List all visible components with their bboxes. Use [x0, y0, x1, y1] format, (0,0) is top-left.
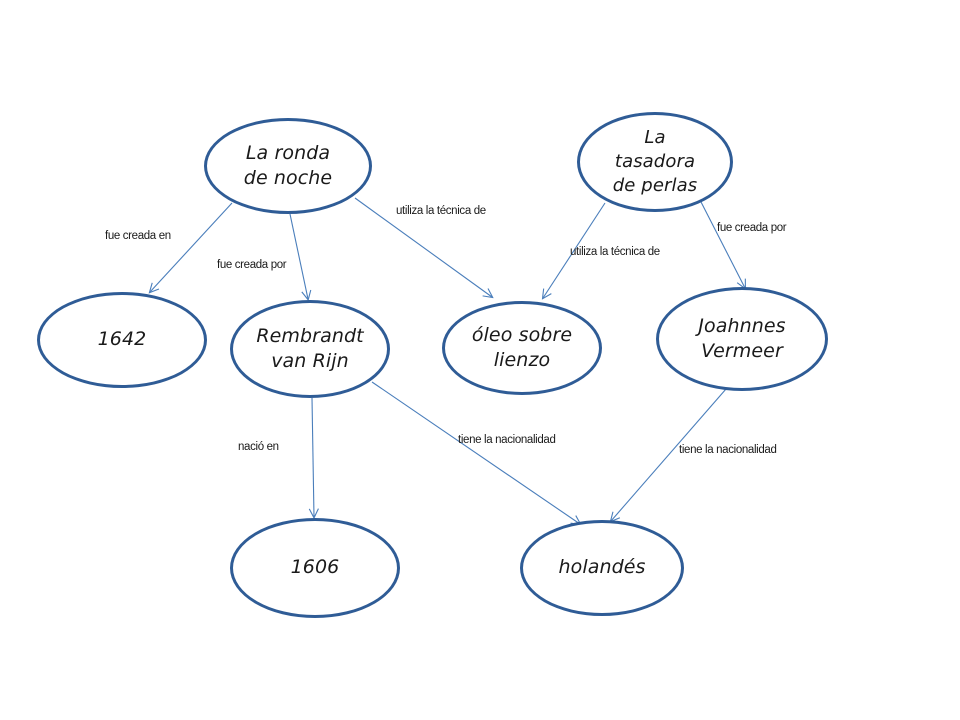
node-rembrandt[interactable]: Rembrandt van Rijn [230, 300, 390, 398]
node-label-rembrandt: Rembrandt van Rijn [256, 324, 364, 372]
edge-label-rembrandt-to-anio1606: nació en [238, 441, 279, 453]
edge-arrow-ronda-to-anio1642 [150, 202, 233, 292]
node-anio1642[interactable]: 1642 [37, 292, 207, 388]
edge-lines [150, 197, 745, 524]
node-label-oleo: óleo sobre lienzo [471, 323, 573, 371]
node-label-anio1642: 1642 [97, 328, 147, 351]
node-label-ronda: La ronda de noche [243, 141, 333, 189]
node-tasadora[interactable]: La tasadora de perlas [577, 112, 733, 212]
node-holandes[interactable]: holandés [520, 520, 684, 616]
node-ronda[interactable]: La ronda de noche [204, 118, 372, 214]
edge-label-tasadora-to-oleo: utiliza la técnica de [570, 246, 660, 258]
node-label-anio1606: 1606 [290, 556, 340, 579]
edge-label-vermeer-to-holandes: tiene la nacionalidad [679, 444, 777, 456]
edge-arrow-tasadora-to-oleo [543, 202, 606, 298]
node-label-holandes: holandés [558, 556, 646, 579]
edge-label-ronda-to-oleo: utiliza la técnica de [396, 205, 486, 217]
edge-label-rembrandt-to-holandes: tiene la nacionalidad [458, 434, 556, 446]
edge-label-ronda-to-anio1642: fue creada en [105, 230, 171, 242]
edge-arrow-ronda-to-oleo [354, 197, 492, 297]
edge-arrow-ronda-to-rembrandt [289, 213, 308, 299]
edge-arrow-rembrandt-to-anio1606 [312, 397, 314, 517]
edge-arrow-tasadora-to-vermeer [699, 199, 745, 288]
edge-arrow-vermeer-to-holandes [611, 388, 727, 521]
node-vermeer[interactable]: Joahnnes Vermeer [656, 287, 828, 391]
node-label-tasadora: La tasadora de perlas [612, 127, 698, 196]
edge-arrow-rembrandt-to-holandes [371, 381, 580, 524]
node-label-vermeer: Joahnnes Vermeer [698, 314, 786, 362]
node-oleo[interactable]: óleo sobre lienzo [442, 301, 602, 395]
edge-label-ronda-to-rembrandt: fue creada por [217, 259, 287, 271]
edge-label-tasadora-to-vermeer: fue creada por [717, 222, 787, 234]
node-anio1606[interactable]: 1606 [230, 518, 400, 618]
